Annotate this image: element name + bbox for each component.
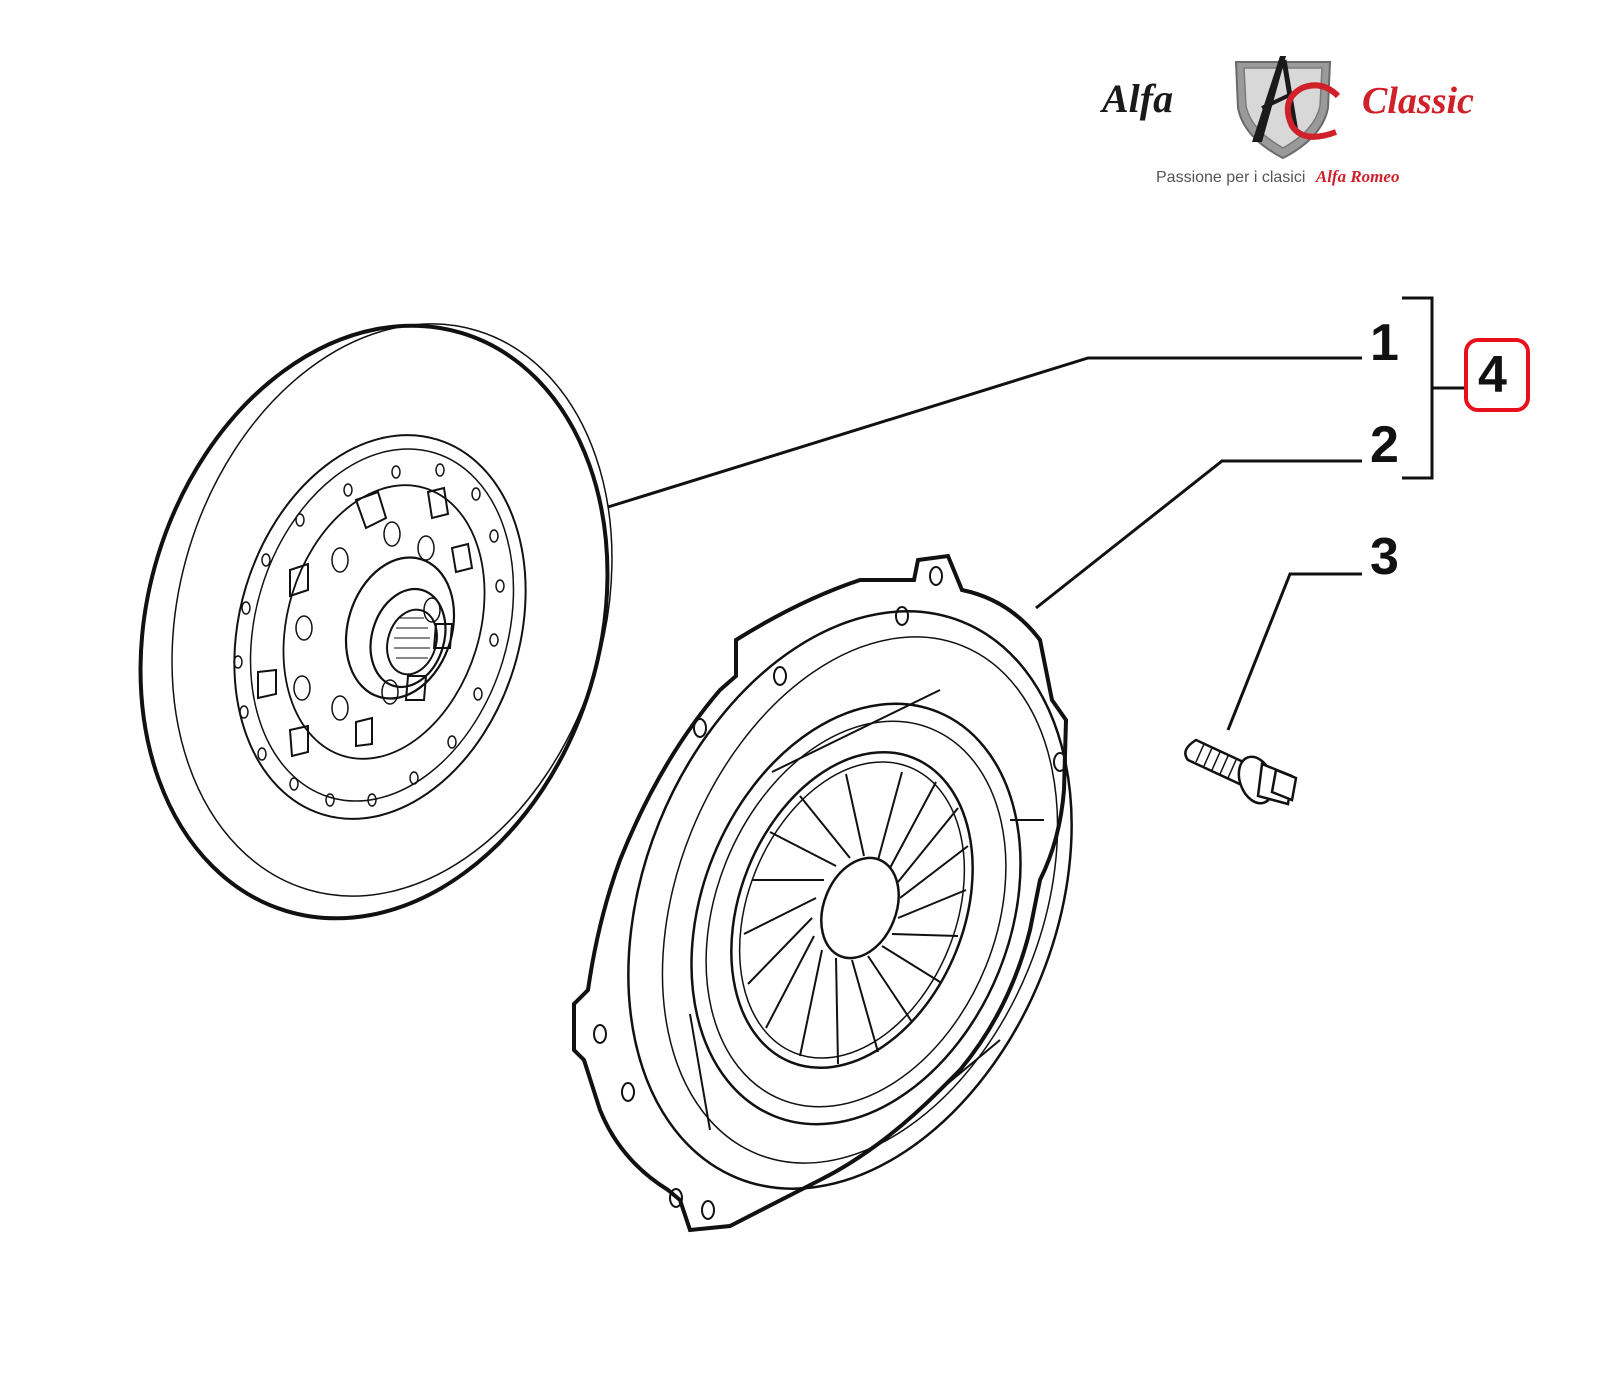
- tagline-plain: Passione per i clasici: [1156, 169, 1305, 186]
- bolt-illustration: [1184, 738, 1298, 806]
- pressure-plate-illustration: [572, 553, 1073, 1233]
- leader-line-1: [607, 356, 1362, 509]
- callout-label-1: 1: [1370, 314, 1399, 372]
- callout-group: [607, 296, 1464, 731]
- logo-tagline: Passione per i clasici Alfa Romeo: [1156, 167, 1399, 186]
- alfa-classic-logo: Alfa AC Classic Passione per i clasici A…: [1099, 56, 1474, 186]
- logo-left-word: Alfa: [1099, 76, 1173, 121]
- callout-label-4: 4: [1478, 346, 1507, 404]
- logo-right-word: Classic: [1362, 80, 1474, 122]
- callout-highlight-box: [1464, 338, 1530, 412]
- shield-monogram-icon: AC: [1234, 56, 1341, 160]
- leader-line-2: [1035, 459, 1362, 610]
- callout-label-3: 3: [1370, 528, 1399, 586]
- tagline-script: Alfa Romeo: [1315, 167, 1400, 186]
- leader-line-3: [1226, 572, 1362, 731]
- callout-label-2: 2: [1370, 416, 1399, 474]
- clutch-disc-illustration: [138, 323, 613, 921]
- group-bracket: [1402, 296, 1434, 480]
